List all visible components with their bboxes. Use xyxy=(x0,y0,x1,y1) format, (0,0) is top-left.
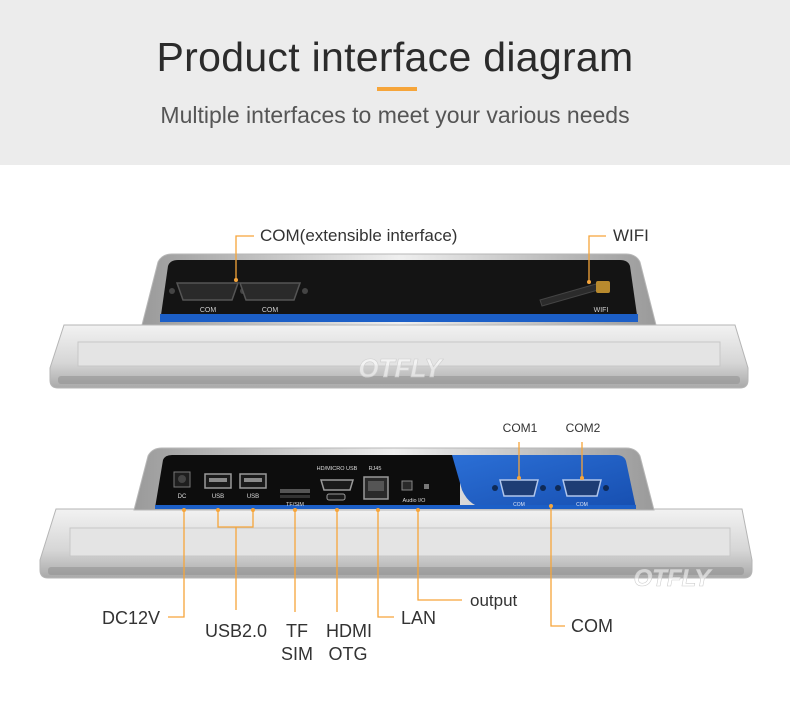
top-port-panel xyxy=(160,260,638,322)
tf-sim-port-label: TF/SIM xyxy=(286,502,304,508)
callout-com: COM xyxy=(571,616,613,636)
bottom-device: DC USB USB TF/SIM HD/MICRO USB RJ45 xyxy=(39,447,753,592)
top-callouts: COM(extensible interface) WIFI xyxy=(234,226,649,284)
callout-com1: COM1 xyxy=(503,421,538,435)
header-banner: Product interface diagram Multiple inter… xyxy=(0,0,790,165)
callout-sim: SIM xyxy=(281,644,313,664)
page-subtitle: Multiple interfaces to meet your various… xyxy=(160,102,630,128)
tf-sim-slot: TF/SIM xyxy=(280,489,310,508)
audio-port-label: Audio I/O xyxy=(403,498,427,504)
bottom-blue-panel xyxy=(452,455,636,508)
top-com-port-b: COM xyxy=(238,282,308,314)
dc-jack: DC xyxy=(173,471,191,500)
top-wifi-label: WIFI xyxy=(594,307,609,314)
wifi-antenna-icon: WIFI xyxy=(539,281,610,314)
callout-lan: LAN xyxy=(401,608,436,628)
rj45-port: RJ45 xyxy=(363,466,389,500)
usb-port-a: USB xyxy=(204,473,232,500)
com1-port-label: COM xyxy=(513,502,525,508)
callout-com2: COM2 xyxy=(566,421,601,435)
usb-port-label-b: USB xyxy=(247,494,259,500)
callout-tf: TF xyxy=(286,621,308,641)
callout-hdmi: HDMI xyxy=(326,621,372,641)
callout-dc12v: DC12V xyxy=(102,608,160,628)
dc-port-label: DC xyxy=(178,494,187,500)
bottom-watermark: OTFLY xyxy=(634,565,713,592)
usb-port-label-a: USB xyxy=(212,494,224,500)
callout-output: output xyxy=(470,591,518,610)
bottom-callouts: COM1 COM2 DC12V USB2.0 TF SIM HDMI OTG L… xyxy=(102,421,613,664)
rj45-port-label: RJ45 xyxy=(369,466,382,472)
top-device: COM COM WIFI OTFLY xyxy=(49,253,749,389)
callout-com-extensible: COM(extensible interface) xyxy=(260,226,457,245)
title-accent-bar xyxy=(377,87,417,91)
top-com-label-b: COM xyxy=(262,307,279,314)
hdmi-microusb-ports: HD/MICRO USB xyxy=(317,466,358,501)
callout-otg: OTG xyxy=(329,644,368,664)
page-title: Product interface diagram xyxy=(156,34,634,80)
com2-port-label: COM xyxy=(576,502,588,508)
callout-usb20: USB2.0 xyxy=(205,621,267,641)
audio-port: Audio I/O xyxy=(401,480,429,504)
callout-wifi: WIFI xyxy=(613,226,649,245)
usb-port-b: USB xyxy=(239,473,267,500)
hdmi-port-label: HD/MICRO USB xyxy=(317,466,358,472)
com2-port: COM xyxy=(555,479,609,508)
com1-port: COM xyxy=(492,479,546,508)
top-com-label-a: COM xyxy=(200,307,217,314)
top-watermark: OTFLY xyxy=(358,353,444,383)
